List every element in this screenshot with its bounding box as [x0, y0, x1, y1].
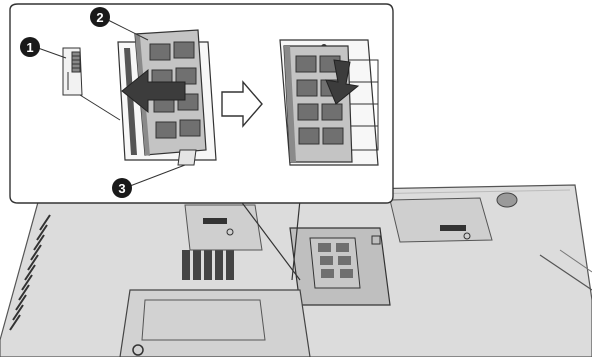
callout-3-label: 3 — [118, 181, 125, 196]
laptop-chassis — [0, 185, 592, 357]
right-access-panel — [390, 198, 492, 242]
callout-1-label: 1 — [26, 40, 33, 55]
callout-2-label: 2 — [96, 10, 103, 25]
detail-inset — [10, 4, 393, 203]
installed-memory-module — [310, 238, 360, 288]
release-latch-right — [440, 225, 466, 231]
latch-zoom-detail — [63, 48, 82, 95]
rubber-foot-icon — [497, 193, 517, 207]
center-grille-icon — [182, 250, 234, 280]
release-latch-left — [203, 218, 227, 224]
left-access-panel — [185, 205, 262, 250]
